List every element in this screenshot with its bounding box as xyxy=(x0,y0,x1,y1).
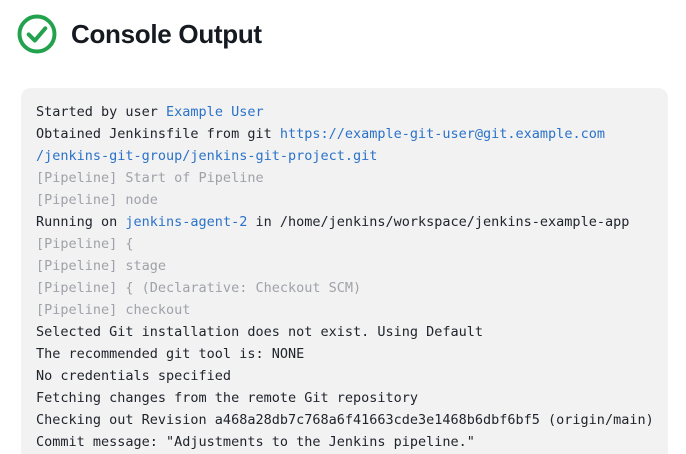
console-line: [Pipeline] node xyxy=(36,189,653,211)
console-line: No credentials specified xyxy=(36,365,653,387)
page-header: Console Output xyxy=(16,13,262,55)
console-line: Commit message: "Adjustments to the Jenk… xyxy=(36,431,653,453)
console-text: Commit message: "Adjustments to the Jenk… xyxy=(36,434,475,450)
console-line: /jenkins-git-group/jenkins-git-project.g… xyxy=(36,145,653,167)
console-text: Started by user xyxy=(36,104,167,120)
console-line: [Pipeline] Start of Pipeline xyxy=(36,167,653,189)
console-text: Selected Git installation does not exist… xyxy=(36,324,484,340)
console-line: The recommended git tool is: NONE xyxy=(36,343,653,365)
console-text: Running on xyxy=(36,214,126,230)
console-text: Checking out Revision a468a28db7c768a6f4… xyxy=(36,412,654,428)
console-text: Fetching changes from the remote Git rep… xyxy=(36,390,419,406)
console-text: [Pipeline] node xyxy=(36,192,158,208)
console-text: [Pipeline] Start of Pipeline xyxy=(36,170,264,186)
console-line: [Pipeline] stage xyxy=(36,255,653,277)
success-check-icon xyxy=(17,14,57,54)
console-line: [Pipeline] { xyxy=(36,233,653,255)
console-line: Checking out Revision a468a28db7c768a6f4… xyxy=(36,409,654,431)
console-line: Obtained Jenkinsfile from git https://ex… xyxy=(36,123,653,145)
console-line: [Pipeline] checkout xyxy=(36,299,653,321)
console-link[interactable]: /jenkins-git-group/jenkins-git-project.g… xyxy=(36,148,378,164)
console-link[interactable]: Example User xyxy=(166,104,264,120)
page-title: Console Output xyxy=(71,18,262,49)
console-text: [Pipeline] { (Declarative: Checkout SCM) xyxy=(36,280,362,296)
console-text: [Pipeline] checkout xyxy=(36,302,191,318)
console-line: Selected Git installation does not exist… xyxy=(36,321,653,343)
console-text: No credentials specified xyxy=(36,368,232,384)
console-line: Fetching changes from the remote Git rep… xyxy=(36,387,653,409)
console-text: [Pipeline] stage xyxy=(36,258,167,274)
console-line: Started by user Example User xyxy=(36,101,653,123)
console-text: in /home/jenkins/workspace/jenkins-examp… xyxy=(247,214,630,230)
console-text: [Pipeline] { xyxy=(36,236,134,252)
console-text: Obtained Jenkinsfile from git xyxy=(36,126,280,142)
console-text: The recommended git tool is: NONE xyxy=(36,346,305,362)
console-line: [Pipeline] { (Declarative: Checkout SCM) xyxy=(36,277,653,299)
console-line: Running on jenkins-agent-2 in /home/jenk… xyxy=(36,211,653,233)
console-link[interactable]: https://example-git-user@git.example.com xyxy=(279,126,605,142)
console-link[interactable]: jenkins-agent-2 xyxy=(125,214,248,230)
